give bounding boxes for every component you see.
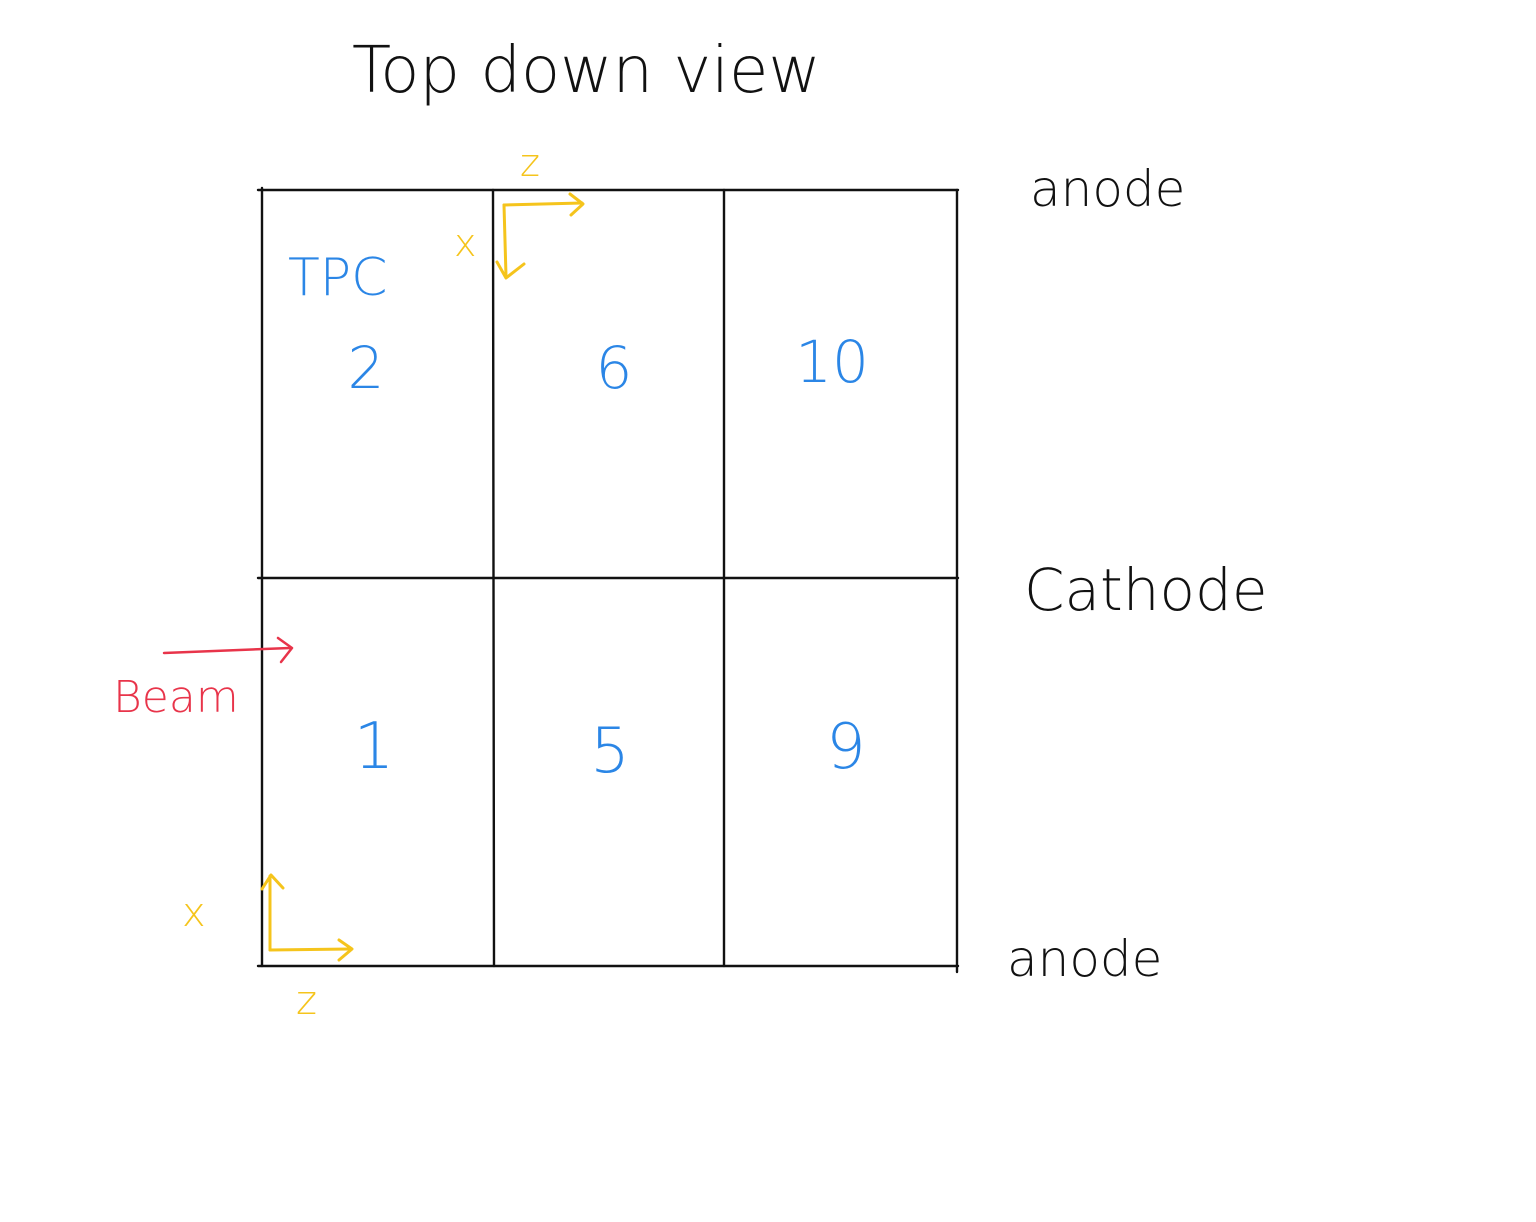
bottom-axes-icon [260, 873, 354, 962]
cathode-label: Cathode [1024, 556, 1268, 624]
top-axis-x-label: x [454, 221, 477, 265]
top-axes-icon [495, 192, 585, 280]
anode-bottom-label: anode [1007, 930, 1162, 988]
tpc-number-9: 9 [826, 710, 865, 783]
tpc-number-2: 2 [348, 334, 385, 402]
bottom-axis-z-label: z [296, 978, 317, 1024]
tpc-grid [256, 186, 960, 974]
anode-top-label: anode [1030, 160, 1185, 218]
divider-line-1 [491, 188, 496, 968]
beam-label: Beam [113, 672, 239, 723]
diagram-title: Top down view [352, 34, 821, 108]
beam-arrow-icon [162, 636, 294, 664]
tpc-number-1: 1 [354, 710, 395, 784]
tpc-number-6: 6 [596, 334, 633, 402]
bottom-axis-x-label: x [182, 890, 206, 936]
tpc-label: TPC [288, 248, 387, 308]
tpc-number-10: 10 [795, 328, 869, 396]
tpc-number-5: 5 [590, 714, 629, 787]
top-axis-z-label: z [520, 141, 540, 185]
